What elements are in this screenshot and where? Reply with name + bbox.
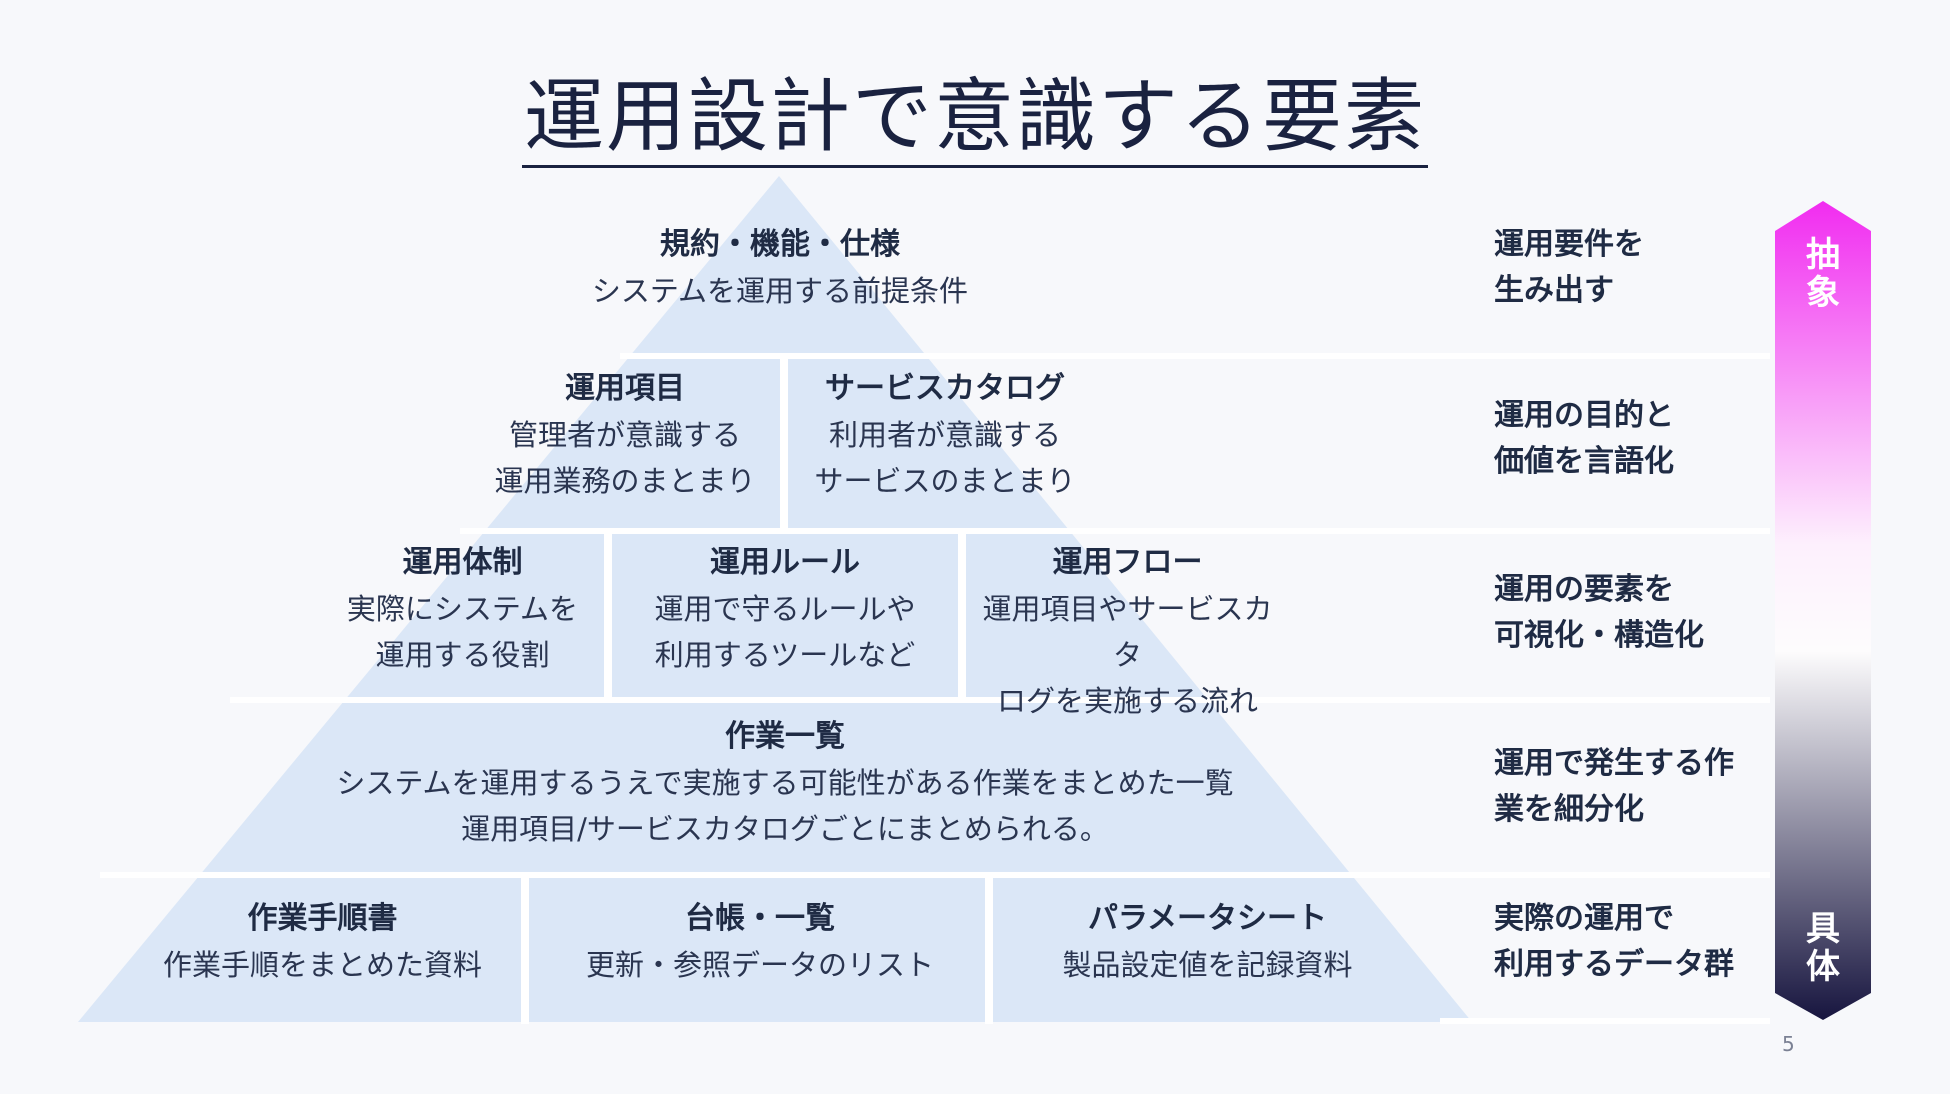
page-number: 5 bbox=[1782, 1032, 1795, 1056]
tier1-desc: システムを運用する前提条件 bbox=[591, 274, 969, 308]
divider-tier5-a bbox=[521, 878, 529, 1024]
tier3-heading: 運用体制 bbox=[402, 545, 523, 580]
tier5-heading: 作業手順書 bbox=[247, 901, 398, 936]
tier4-heading: 作業一覧 bbox=[725, 719, 845, 754]
right-label-line: 業を細分化 bbox=[1494, 792, 1644, 827]
tier5-desc: 更新・参照データのリスト bbox=[585, 948, 934, 982]
arrow-label-concrete: 具 体 bbox=[1786, 910, 1860, 986]
abstract-concrete-arrow bbox=[1775, 201, 1871, 1020]
right-label-2: 運用の目的と 価値を言語化 bbox=[1494, 393, 1794, 485]
tier4-desc: システムを運用するうえで実施する可能性がある作業をまとめた一覧 bbox=[336, 766, 1234, 800]
divider-tier5-b bbox=[985, 878, 993, 1024]
tier4-cell-task-list: 作業一覧 システムを運用するうえで実施する可能性がある作業をまとめた一覧 運用項… bbox=[260, 714, 1310, 852]
separator-5 bbox=[1440, 1018, 1770, 1024]
tier5-cell-parameter-sheet: パラメータシート 製品設定値を記録資料 bbox=[1000, 896, 1415, 988]
right-label-1: 運用要件を 生み出す bbox=[1494, 222, 1794, 314]
tier3-desc: ログを実施する流れ bbox=[996, 684, 1258, 718]
separator-1 bbox=[620, 353, 1770, 359]
right-label-line: 運用の目的と bbox=[1494, 398, 1674, 433]
tier5-desc: 製品設定値を記録資料 bbox=[1062, 948, 1353, 982]
tier5-desc: 作業手順をまとめた資料 bbox=[162, 948, 482, 982]
pyramid-shape bbox=[78, 176, 1472, 1022]
right-label-line: 運用で発生する作 bbox=[1494, 746, 1734, 781]
right-label-line: 実際の運用で bbox=[1494, 901, 1674, 936]
tier2-desc: サービスのまとまり bbox=[814, 464, 1076, 498]
tier3-desc: 運用で守るルールや bbox=[654, 592, 916, 626]
tier2-desc: 管理者が意識する bbox=[508, 418, 741, 452]
tier1-cell-specification: 規約・機能・仕様 システムを運用する前提条件 bbox=[540, 222, 1020, 314]
tier2-cell-operation-items: 運用項目 管理者が意識する 運用業務のまとまり bbox=[480, 366, 770, 504]
right-label-4: 運用で発生する作 業を細分化 bbox=[1494, 741, 1794, 833]
right-label-line: 運用の要素を bbox=[1494, 572, 1674, 607]
tier1-heading: 規約・機能・仕様 bbox=[660, 227, 900, 262]
tier3-heading: 運用フロー bbox=[1052, 545, 1203, 580]
tier5-heading: 台帳・一覧 bbox=[685, 901, 835, 936]
tier3-desc: 利用するツールなど bbox=[654, 638, 916, 672]
separator-2 bbox=[460, 528, 1770, 534]
tier2-desc: 運用業務のまとまり bbox=[494, 464, 756, 498]
tier5-cell-ledger: 台帳・一覧 更新・参照データのリスト bbox=[540, 896, 980, 988]
tier3-desc: 運用する役割 bbox=[375, 638, 550, 672]
page-title: 運用設計で意識する要素 bbox=[0, 52, 1950, 168]
tier3-cell-organization: 運用体制 実際にシステムを 運用する役割 bbox=[330, 540, 595, 678]
tier2-heading: 運用項目 bbox=[565, 371, 685, 406]
separator-3 bbox=[230, 697, 1770, 703]
divider-tier2 bbox=[780, 356, 788, 528]
divider-tier3-b bbox=[958, 531, 966, 699]
tier5-cell-procedures: 作業手順書 作業手順をまとめた資料 bbox=[130, 896, 515, 988]
arrow-label-char: 具 bbox=[1806, 909, 1840, 949]
tier3-cell-flow: 運用フロー 運用項目やサービスカタ ログを実施する流れ bbox=[970, 540, 1285, 724]
right-label-line: 可視化・構造化 bbox=[1494, 618, 1704, 653]
tier2-cell-service-catalog: サービスカタログ 利用者が意識する サービスのまとまり bbox=[800, 366, 1090, 504]
divider-tier3-a bbox=[604, 531, 612, 699]
arrow-label-char: 体 bbox=[1806, 947, 1840, 987]
arrow-label-abstract: 抽 象 bbox=[1786, 236, 1860, 312]
right-label-3: 運用の要素を 可視化・構造化 bbox=[1494, 567, 1794, 659]
arrow-label-char: 象 bbox=[1806, 273, 1840, 313]
tier3-cell-rules: 運用ルール 運用で守るルールや 利用するツールなど bbox=[620, 540, 950, 678]
right-label-line: 生み出す bbox=[1494, 273, 1614, 308]
right-label-5: 実際の運用で 利用するデータ群 bbox=[1494, 896, 1794, 988]
tier2-desc: 利用者が意識する bbox=[828, 418, 1061, 452]
tier5-heading: パラメータシート bbox=[1087, 901, 1328, 936]
tier4-desc: 運用項目/サービスカタログごとにまとめられる。 bbox=[461, 812, 1109, 846]
right-label-line: 価値を言語化 bbox=[1494, 444, 1674, 479]
arrow-label-char: 抽 bbox=[1806, 235, 1840, 275]
tier3-desc: 運用項目やサービスカタ bbox=[982, 592, 1273, 672]
separator-4 bbox=[100, 872, 1770, 878]
tier2-heading: サービスカタログ bbox=[825, 371, 1065, 406]
tier3-heading: 運用ルール bbox=[710, 545, 860, 580]
tier3-desc: 実際にシステムを bbox=[346, 592, 579, 626]
right-label-line: 利用するデータ群 bbox=[1494, 947, 1734, 982]
right-label-line: 運用要件を bbox=[1494, 227, 1644, 262]
